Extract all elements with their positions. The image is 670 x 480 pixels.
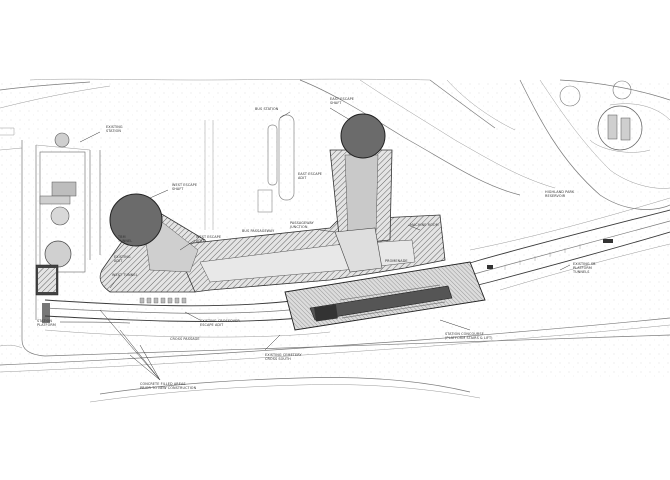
label-line: TUNNELS: [572, 270, 590, 274]
label-line: PRIOR TO NEW CONSTRUCTION: [140, 386, 197, 390]
label-line: HIGHLAND PARK: [545, 190, 575, 194]
label-line: SHAFT: [330, 101, 342, 105]
label-line: (PLATFORM STAIRS & LIFT): [445, 336, 493, 340]
label-line: PROMENADE: [385, 259, 408, 263]
label-line: PLATFORM: [37, 323, 56, 327]
label-line: ADIT: [196, 239, 205, 243]
existing-station-buildings: [35, 132, 86, 323]
station-concourse-box: [284, 261, 486, 331]
label-station-concourse: STATION CONCOURSE(PLATFORM STAIRS & LIFT…: [445, 332, 493, 340]
label-line: PASSAGEWAY: [290, 221, 315, 225]
escape-shafts: [109, 113, 386, 247]
label-west-tunnel: WEST TUNNEL: [112, 273, 138, 277]
label-line: EXISTING: [114, 255, 131, 259]
label-line: RESERVOIR: [545, 194, 566, 198]
label-line: CROSS PASSAGE: [170, 337, 200, 341]
label-line: EXISTING SB: [573, 262, 596, 266]
left-road-network: [0, 140, 670, 403]
label-line: EAST ESCAPE: [330, 97, 354, 101]
label-line: EXISTING CEMETERY: [265, 353, 302, 357]
label-line: EXISTING CROSSOVER: [200, 319, 240, 323]
label-line: ADIT: [298, 176, 307, 180]
label-line: WEST TUNNEL: [112, 273, 138, 277]
label-line: TUNNEL: [117, 239, 132, 243]
label-line: EAST ESCAPE: [298, 172, 322, 176]
label-line: STATION CONCOURSE: [445, 332, 484, 336]
label-line: PLATFORM: [573, 266, 592, 270]
label-line: ADIT: [114, 259, 123, 263]
label-cross-passage: CROSS PASSAGE: [170, 337, 200, 341]
label-bus-station: BUS STATION: [255, 107, 279, 111]
label-line: CONCRETE FILLED AREAS: [140, 382, 186, 386]
label-line: TBM: [117, 235, 126, 239]
label-line: SHAFT: [172, 187, 184, 191]
label-line: CROSS SOUTH: [265, 357, 291, 361]
label-line: BUS PASSAGEWAY: [242, 229, 275, 233]
label-bus-passageway: BUS PASSAGEWAY: [242, 229, 275, 233]
leader-lines: [79, 107, 571, 381]
label-line: ESCAPE ADIT: [200, 323, 224, 327]
highland-park-reservoir: [559, 80, 651, 153]
label-line: STATION: [37, 319, 52, 323]
label-promenade: PROMENADE: [385, 259, 408, 263]
label-line: WEST ESCAPE: [196, 235, 221, 239]
label-line: EXISTING: [106, 125, 123, 129]
label-line: MACHINE ROOM: [410, 223, 439, 227]
label-line: WEST ESCAPE: [172, 183, 197, 187]
label-line: JUNCTION: [289, 225, 308, 229]
bus-station-shapes: [204, 114, 295, 230]
label-line: STATION: [106, 129, 121, 133]
track-markers: [487, 239, 613, 270]
label-line: BUS STATION: [255, 107, 279, 111]
station-structure: [99, 149, 446, 304]
label-machine-room: MACHINE ROOM: [410, 223, 439, 227]
